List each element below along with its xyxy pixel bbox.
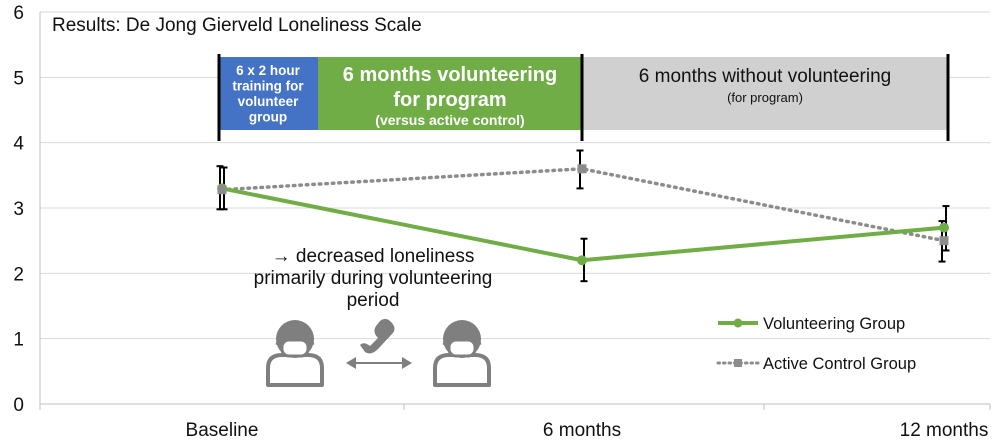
legend-item: Active Control Group xyxy=(716,355,916,373)
series-line-active-control-group xyxy=(220,167,946,243)
phase-box-without-volunteering xyxy=(582,57,948,130)
x-tick-label: Baseline xyxy=(186,420,259,441)
annotation-line: primarily during volunteering xyxy=(254,268,493,289)
y-tick-label: 2 xyxy=(13,264,24,285)
phase-training-label: volunteer xyxy=(238,94,300,109)
phase-without-sub: (for program) xyxy=(727,90,803,105)
masked-person-icon xyxy=(433,320,491,387)
y-tick-label: 3 xyxy=(13,199,24,220)
y-tick-label: 1 xyxy=(13,330,24,351)
phase-without-label: 6 months without volunteering xyxy=(639,66,891,87)
phase-box-volunteering xyxy=(318,57,582,130)
masked-person-icon xyxy=(266,320,324,387)
legend-label: Active Control Group xyxy=(763,355,916,373)
chart-title: Results: De Jong Gierveld Loneliness Sca… xyxy=(52,15,422,36)
x-tick-label: 6 months xyxy=(543,420,621,441)
data-point-volunteering xyxy=(939,222,949,233)
y-tick-label: 6 xyxy=(13,3,24,24)
double-arrow-icon xyxy=(346,357,412,369)
y-tick-label: 0 xyxy=(13,395,24,416)
data-point-control xyxy=(577,164,587,174)
annotation-line: period xyxy=(347,290,400,311)
phase-training-label: group xyxy=(249,110,287,125)
legend-label: Volunteering Group xyxy=(763,315,905,333)
series xyxy=(216,149,950,283)
phase-volunteering-label: for program xyxy=(393,89,506,111)
x-tick-label: 12 months xyxy=(900,420,989,441)
phase-volunteering-sub: (versus active control) xyxy=(375,112,524,128)
phase-box-training xyxy=(219,57,318,130)
annotation-line: → decreased loneliness xyxy=(272,246,475,267)
y-tick-label: 5 xyxy=(13,68,24,89)
phase-volunteering-label: 6 months volunteering xyxy=(343,64,557,86)
legend-item: Volunteering Group xyxy=(718,315,905,333)
data-point-volunteering xyxy=(577,255,587,266)
phase-training-label: 6 x 2 hour xyxy=(236,63,301,78)
y-tick-label: 4 xyxy=(13,134,24,155)
data-point-control xyxy=(939,236,949,246)
axes: Baseline 6 months 12 months xyxy=(39,12,991,441)
phone-icon xyxy=(360,318,395,354)
data-point-control xyxy=(217,185,227,195)
icons xyxy=(266,318,491,387)
phase-training-label: training for xyxy=(232,79,304,94)
